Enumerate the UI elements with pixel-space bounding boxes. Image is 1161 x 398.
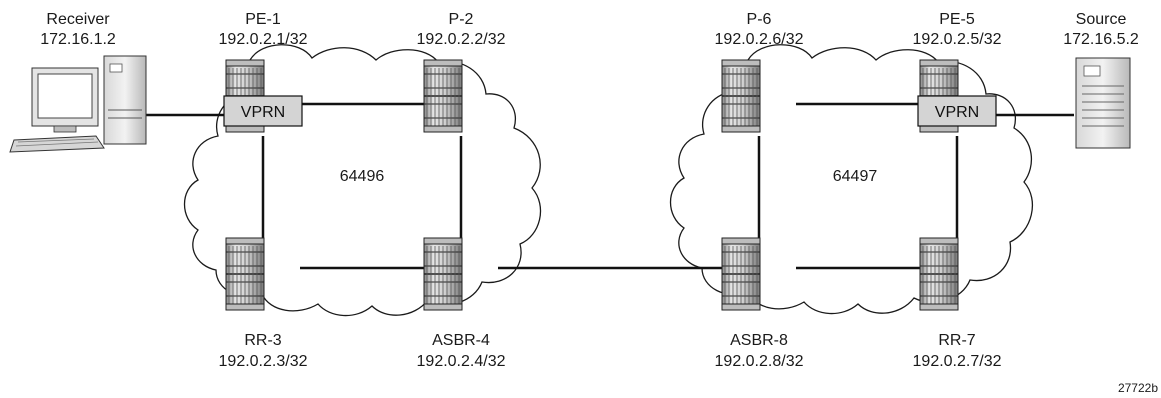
receiver-ip: 172.16.1.2 bbox=[40, 31, 116, 48]
router-name: RR-7 bbox=[938, 332, 975, 349]
router-ip: 192.0.2.3/32 bbox=[219, 353, 308, 370]
as-number-right: 64497 bbox=[833, 168, 878, 185]
source-name: Source bbox=[1076, 11, 1127, 28]
vprn-label: VPRN bbox=[935, 104, 979, 121]
router-name: ASBR-4 bbox=[432, 332, 490, 349]
router-icon bbox=[722, 238, 760, 310]
receiver: Receiver 172.16.1.2 bbox=[10, 11, 146, 152]
router-name: PE-1 bbox=[245, 11, 281, 28]
router-ip: 192.0.2.2/32 bbox=[417, 31, 506, 48]
router-name: ASBR-8 bbox=[730, 332, 788, 349]
as-number-left: 64496 bbox=[340, 168, 385, 185]
router-ip: 192.0.2.4/32 bbox=[417, 353, 506, 370]
router-icon bbox=[722, 60, 760, 132]
receiver-name: Receiver bbox=[46, 11, 110, 28]
router-name: P-6 bbox=[747, 11, 772, 28]
router-pe5: VPRN PE-5 192.0.2.5/32 bbox=[913, 11, 1002, 132]
router-ip: 192.0.2.7/32 bbox=[913, 353, 1002, 370]
vprn-label: VPRN bbox=[241, 104, 285, 121]
workstation-icon bbox=[10, 56, 146, 152]
router-icon bbox=[424, 238, 462, 310]
router-name: RR-3 bbox=[244, 332, 281, 349]
router-ip: 192.0.2.5/32 bbox=[913, 31, 1002, 48]
router-name: P-2 bbox=[449, 11, 474, 28]
figure-id: 27722b bbox=[1118, 381, 1158, 395]
router-icon bbox=[226, 238, 264, 310]
router-ip: 192.0.2.1/32 bbox=[219, 31, 308, 48]
router-ip: 192.0.2.8/32 bbox=[715, 353, 804, 370]
source-ip: 172.16.5.2 bbox=[1063, 31, 1139, 48]
router-name: PE-5 bbox=[939, 11, 975, 28]
router-icon bbox=[920, 238, 958, 310]
router-ip: 192.0.2.6/32 bbox=[715, 31, 804, 48]
server-icon bbox=[1076, 58, 1130, 148]
router-icon bbox=[424, 60, 462, 132]
source: Source 172.16.5.2 bbox=[1063, 11, 1139, 148]
